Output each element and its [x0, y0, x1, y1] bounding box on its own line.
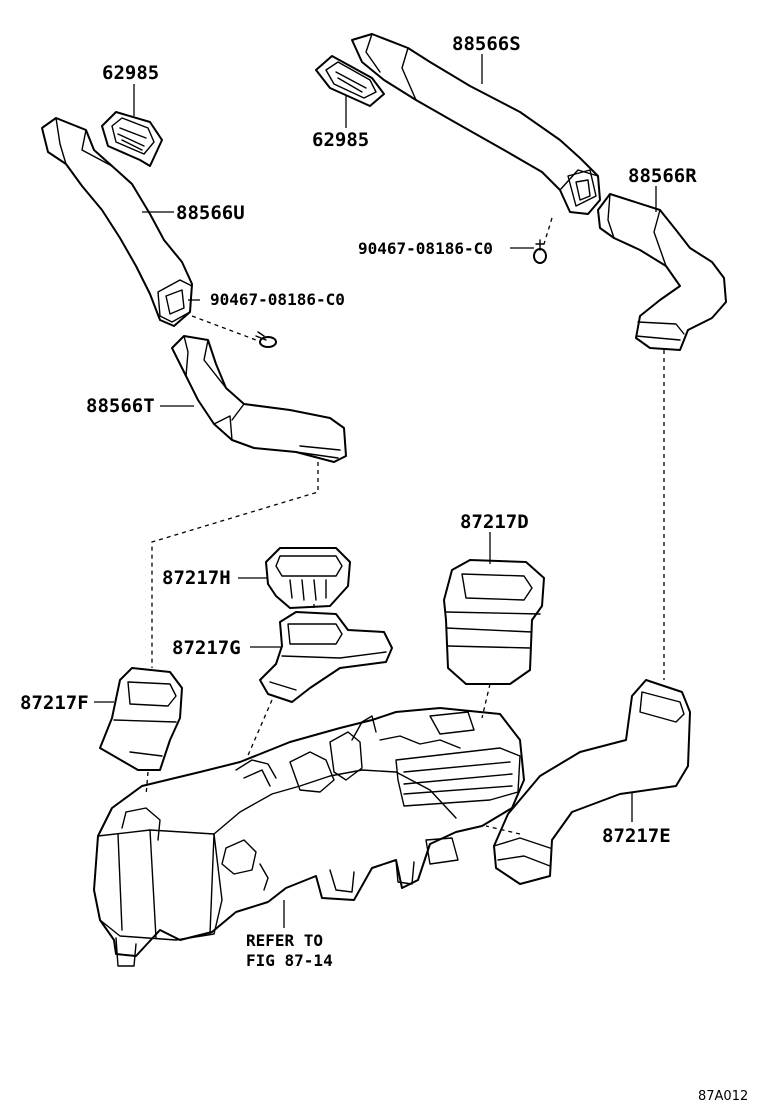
duct-88566S[interactable]	[351, 33, 601, 215]
duct-88566T[interactable]	[171, 335, 347, 463]
label-62985-right: 62985	[312, 129, 369, 151]
label-88566R: 88566R	[628, 165, 697, 187]
register-62985-right[interactable]	[315, 55, 385, 107]
heater-unit-assembly[interactable]	[93, 707, 525, 967]
label-62985-top: 62985	[102, 62, 159, 84]
part-labels: 88566S 62985 62985 88566U 88566R 90467-0…	[20, 33, 748, 1104]
figure-code: 87A012	[698, 1089, 748, 1104]
label-screw-right: 90467-08186-C0	[358, 239, 493, 258]
duct-87217D[interactable]	[443, 559, 545, 685]
label-87217F: 87217F	[20, 692, 89, 714]
register-62985-top[interactable]	[101, 111, 163, 167]
refer-text-line1: REFER TO	[246, 931, 323, 950]
label-88566U: 88566U	[176, 202, 245, 224]
refer-text-line2: FIG 87-14	[246, 951, 333, 970]
connection-lines	[145, 217, 665, 835]
screw-left[interactable]	[255, 331, 277, 348]
duct-87217F[interactable]	[99, 667, 183, 771]
screw-right[interactable]	[533, 239, 547, 264]
label-screw-left: 90467-08186-C0	[210, 290, 345, 309]
label-87217E: 87217E	[602, 825, 671, 847]
duct-88566R[interactable]	[597, 193, 727, 351]
label-88566T: 88566T	[86, 395, 155, 417]
label-87217H: 87217H	[162, 567, 231, 589]
leader-lines	[94, 54, 657, 928]
duct-88566U[interactable]	[41, 117, 193, 327]
duct-87217E[interactable]	[493, 679, 691, 885]
duct-87217H[interactable]	[265, 547, 351, 609]
label-88566S: 88566S	[452, 33, 521, 55]
duct-87217G[interactable]	[259, 611, 393, 703]
label-87217D: 87217D	[460, 511, 529, 533]
label-87217G: 87217G	[172, 637, 241, 659]
